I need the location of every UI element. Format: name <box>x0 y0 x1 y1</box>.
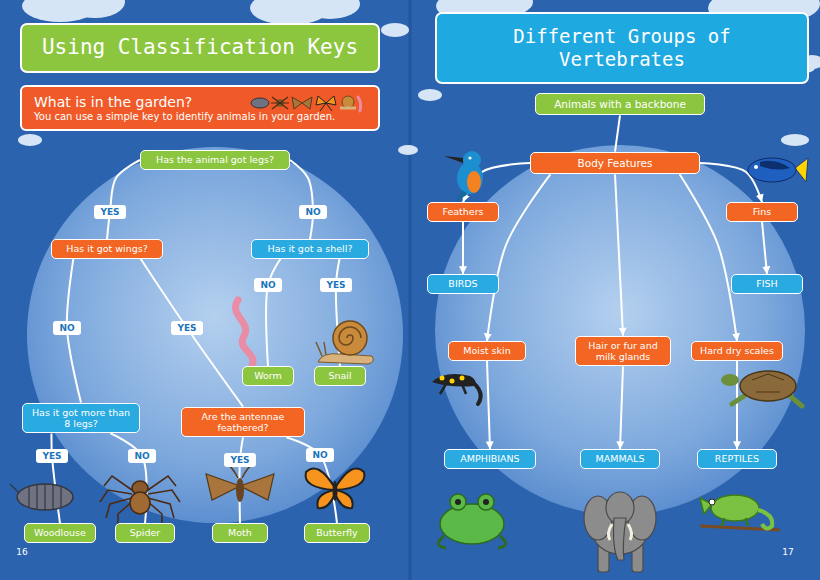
feature-box: Body Features <box>530 152 700 175</box>
answer-tag: YES <box>171 321 202 336</box>
node-text: Hair or fur and milk glands <box>584 340 662 363</box>
answer-box: Moth <box>212 523 268 542</box>
node-text: Has it got a shell? <box>260 243 360 254</box>
connector <box>620 366 623 449</box>
chameleon-picture <box>700 495 780 530</box>
node-text: What is in the garden? <box>34 93 366 111</box>
clouds <box>18 0 820 155</box>
answer-tag: NO <box>128 449 155 464</box>
salamander-picture <box>432 374 481 404</box>
elephant-picture <box>584 492 656 572</box>
group-box: BIRDS <box>427 274 499 293</box>
answer-tag: NO <box>306 448 333 463</box>
node-text: Worm <box>251 370 285 381</box>
node-subtext: You can use a simple key to identify ani… <box>34 111 366 123</box>
answer-box: Butterfly <box>304 523 370 542</box>
kingfisher-picture <box>444 151 483 202</box>
node-text: Body Features <box>539 157 691 170</box>
node-text: Butterfly <box>313 527 361 538</box>
node-text: MAMMALS <box>589 453 651 464</box>
woodlouse-picture <box>10 484 73 510</box>
node-text: Woodlouse <box>33 527 87 538</box>
node-text: Has the animal got legs? <box>149 154 281 165</box>
node-text: AMPHIBIANS <box>453 453 527 464</box>
node-text: Animals with a backbone <box>544 98 696 111</box>
answer-box: Worm <box>242 366 294 385</box>
snail-picture <box>316 321 373 364</box>
spider-picture <box>100 476 180 524</box>
group-box: REPTILES <box>697 449 777 468</box>
bug-icons <box>250 93 368 113</box>
feature-box: Moist skin <box>448 341 526 360</box>
question-box: Has it got more than 8 legs? <box>22 403 140 434</box>
answer-tag: NO <box>254 278 281 293</box>
question-box: Are the antennae feathered? <box>181 407 305 438</box>
node-text: Feathers <box>436 206 490 217</box>
group-box: FISH <box>731 274 803 293</box>
connector <box>680 174 737 341</box>
frog-picture <box>438 494 505 548</box>
node-text: Using Classification Keys <box>34 35 366 60</box>
page-number: 16 <box>16 547 27 557</box>
page-gutter <box>409 0 412 580</box>
intro-banner: What is in the garden?You can use a simp… <box>20 85 380 131</box>
question-box: Has the animal got legs? <box>140 150 290 169</box>
butterfly-picture <box>306 468 365 508</box>
connector <box>107 160 140 239</box>
question-box: Has it got wings? <box>51 239 163 258</box>
question-box: Has it got a shell? <box>251 239 369 258</box>
connector <box>487 361 490 450</box>
node-text: Has it got wings? <box>60 243 154 254</box>
backdrop-circle <box>27 147 403 523</box>
node-text: Moth <box>221 527 259 538</box>
connector <box>615 174 623 335</box>
node-text: REPTILES <box>706 453 768 464</box>
node-text: Has it got more than 8 legs? <box>31 407 131 430</box>
backdrop-circle <box>435 145 805 515</box>
turtle-picture <box>721 371 802 406</box>
connector <box>266 259 280 367</box>
connector <box>290 160 313 239</box>
feature-box: Hair or fur and milk glands <box>575 336 671 367</box>
node-text: Different Groups of Vertebrates <box>447 25 797 71</box>
answer-tag: NO <box>53 321 80 336</box>
answer-box: Spider <box>115 523 175 542</box>
node-text: Moist skin <box>457 345 517 356</box>
group-box: AMPHIBIANS <box>444 449 536 468</box>
feature-box: Fins <box>726 202 798 221</box>
connector <box>736 361 738 450</box>
title-banner: Using Classification Keys <box>20 23 380 72</box>
moth-picture <box>206 464 274 502</box>
answer-tag: YES <box>36 449 67 464</box>
answer-tag: YES <box>224 453 255 468</box>
feature-box: Feathers <box>427 202 499 221</box>
fish-picture <box>748 158 808 182</box>
node-text: BIRDS <box>436 278 490 289</box>
connector <box>615 115 620 151</box>
page-number: 17 <box>782 547 793 557</box>
connector <box>762 222 767 275</box>
worm-picture <box>236 300 254 366</box>
answer-tag: YES <box>320 278 351 293</box>
answer-box: Snail <box>314 366 366 385</box>
group-box: MAMMALS <box>580 449 660 468</box>
node-text: Snail <box>323 370 357 381</box>
root-box: Animals with a backbone <box>535 93 705 116</box>
node-text: Fins <box>735 206 789 217</box>
connector <box>487 174 550 341</box>
answer-box: Woodlouse <box>24 523 96 542</box>
answer-tag: YES <box>94 205 125 220</box>
node-text: Are the antennae feathered? <box>190 411 296 434</box>
feature-box: Hard dry scales <box>691 341 783 360</box>
node-text: FISH <box>740 278 794 289</box>
title-banner: Different Groups of Vertebrates <box>435 12 809 84</box>
answer-tag: NO <box>299 205 326 220</box>
node-text: Hard dry scales <box>700 345 774 356</box>
connector <box>286 437 337 523</box>
connector <box>141 259 243 407</box>
connector <box>462 222 464 275</box>
node-text: Spider <box>124 527 166 538</box>
